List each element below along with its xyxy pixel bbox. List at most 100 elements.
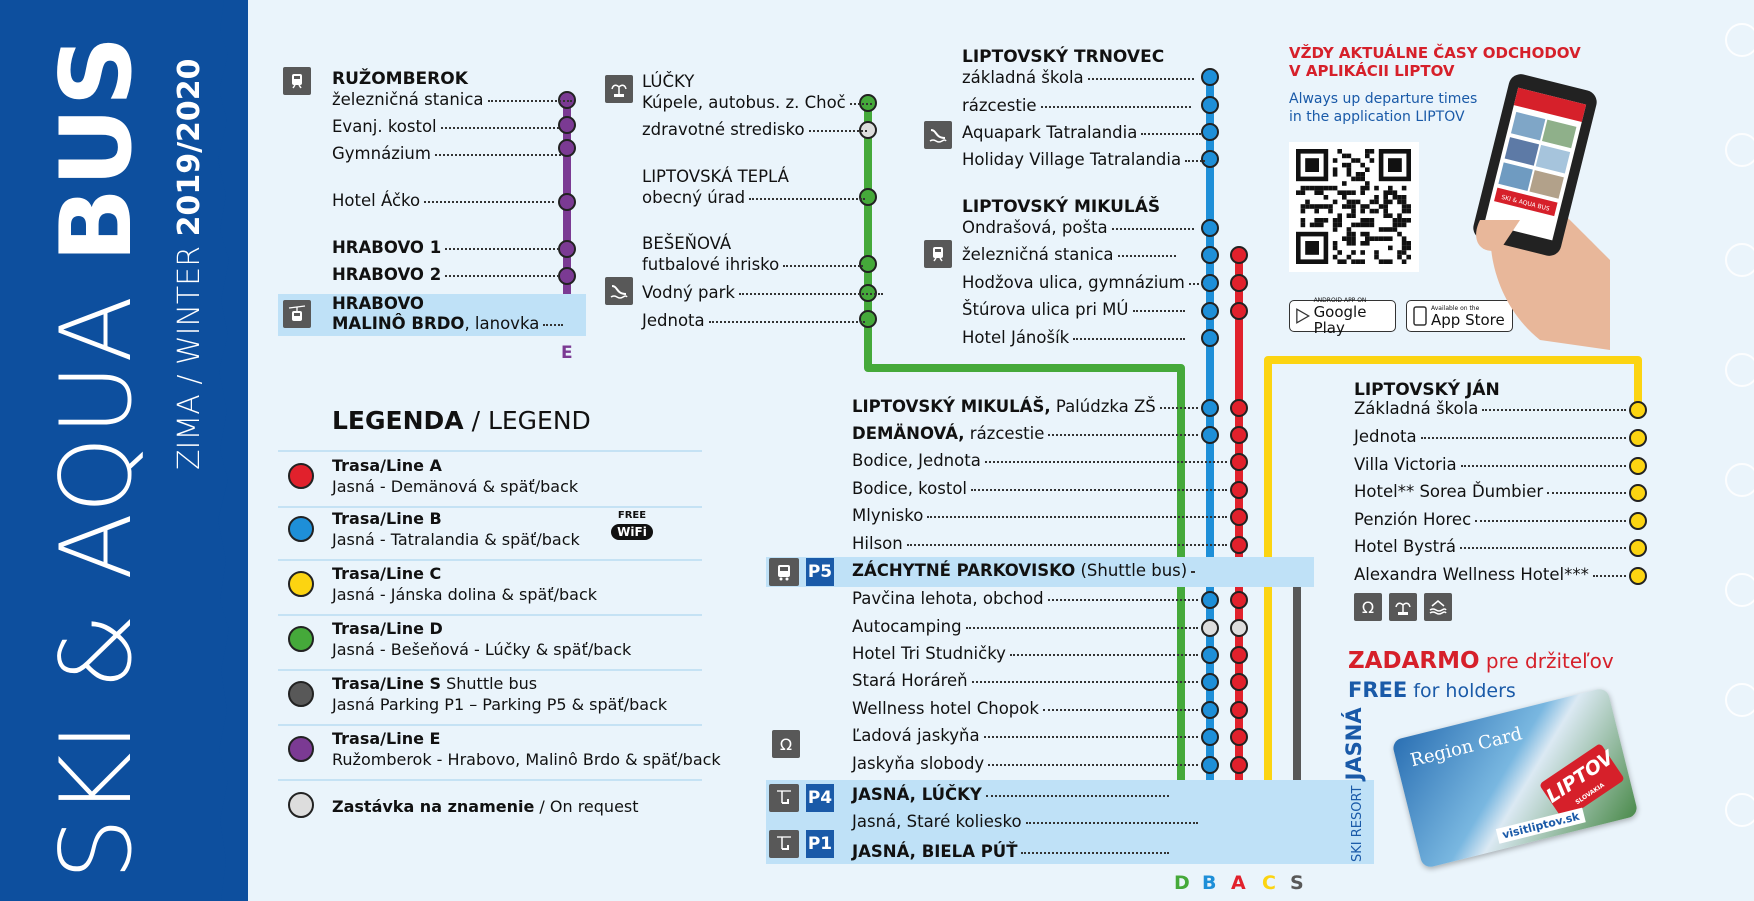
cablecar-icon — [283, 300, 311, 328]
waterslide-icon — [924, 121, 952, 149]
trunk-stop-dot — [1201, 619, 1219, 637]
trunk-stop-dot — [1230, 646, 1248, 664]
leader-dots — [1460, 546, 1626, 549]
leader-dots — [927, 515, 1227, 518]
line-b-stop-dot — [1201, 302, 1219, 320]
line-e-stop-dot — [558, 267, 576, 285]
trunk-stop: Bodice, Jednota — [852, 451, 1227, 470]
resort-label: SKI RESORT JASNÁ — [1342, 707, 1366, 862]
torn-edge — [216, 0, 229, 901]
line-e-stop: železničná stanica — [332, 90, 572, 109]
trunk-stop-dot — [1230, 701, 1248, 719]
line-d-stop: obecný úrad — [642, 188, 866, 207]
trunk-stop: ZÁCHYTNÉ PARKOVISKO (Shuttle bus) — [852, 561, 1196, 580]
legend-title: LEGENDA / LEGEND — [332, 406, 591, 435]
line-b-head-trnovec: LIPTOVSKÝ TRNOVEC — [962, 47, 1165, 67]
trunk-stop: LIPTOVSKÝ MIKULÁŠ, Palúdzka ZŠ — [852, 397, 1198, 416]
parking-badge-p5: P5 — [806, 558, 834, 586]
trunk-stop: Hilson — [852, 534, 1227, 553]
title-banner: SKI & AQUA BUS ZIMA / WINTER 2019/2020 — [0, 0, 248, 901]
line-c-route — [1264, 356, 1642, 853]
qr-code-icon[interactable] — [1289, 142, 1419, 272]
hand-phone-illustration: SKI & AQUA BUS — [1473, 74, 1610, 350]
line-c-stop-dot — [1629, 484, 1647, 502]
col-letter-s: S — [1290, 872, 1304, 894]
line-b-stop: základná škola — [962, 68, 1194, 87]
line-b-stop: Hotel Jánošík — [962, 328, 1186, 347]
line-e-stop: Evanj. kostol — [332, 117, 559, 136]
chairlift-icon — [769, 830, 799, 858]
line-d-route — [864, 103, 1185, 853]
line-e-stop: Hotel Áčko — [332, 191, 555, 210]
line-e-head-ruzomberok: RUŽOMBEROK — [332, 69, 468, 89]
trunk-stop-dot — [1201, 591, 1219, 609]
spa-fountain-icon — [605, 75, 633, 103]
line-d-head: LIPTOVSKÁ TEPLÁ — [642, 167, 789, 186]
legend-dot-request — [288, 792, 314, 818]
trunk-stop: Autocamping — [852, 617, 1198, 636]
leader-dots — [1021, 851, 1169, 854]
legend-dot-c — [288, 571, 314, 597]
trunk-stop-dot — [1201, 756, 1219, 774]
line-b-stop: Štúrova ulica pri MÚ — [962, 300, 1185, 319]
line-b-stop-dot — [1201, 246, 1219, 264]
line-a-stop-dot — [1230, 246, 1248, 264]
leader-dots — [985, 794, 1169, 797]
line-c-stop-dot — [1629, 512, 1647, 530]
trunk-stop-dot — [1230, 536, 1248, 554]
legend-dot-s — [288, 681, 314, 707]
col-letter-d: D — [1174, 872, 1190, 894]
legend-dot-e — [288, 736, 314, 762]
trunk-stop-dot — [1230, 481, 1248, 499]
trunk-stop-dot — [1230, 453, 1248, 471]
line-b-stop: Hodžova ulica, gymnázium — [962, 273, 1203, 292]
line-e-stop-dot — [558, 116, 576, 134]
line-e-stop-dot — [558, 193, 576, 211]
line-c-stop: Villa Victoria — [1354, 455, 1626, 474]
line-a-stop-dot — [1230, 302, 1248, 320]
leader-dots — [988, 763, 1198, 766]
leader-dots — [1475, 519, 1626, 522]
leader-dots — [983, 735, 1198, 738]
line-b-stop: Ondrašová, pošta — [962, 218, 1194, 237]
trunk-stop-dot — [1201, 399, 1219, 417]
trunk-stop-dot — [1230, 426, 1248, 444]
line-e-stop-malino-brdo: MALINÔ BRDO, lanovka — [332, 314, 564, 333]
line-c-stop: Základná škola — [1354, 399, 1626, 418]
trunk-stop: Pavčina lehota, obchod — [852, 589, 1198, 608]
trunk-stop-dot — [1230, 591, 1248, 609]
highlight-band-p5 — [766, 557, 1314, 587]
line-e-stop-hrabovo: HRABOVO — [332, 294, 424, 313]
trunk-stop-dot — [1201, 646, 1219, 664]
waterslide-icon — [605, 277, 633, 305]
trunk-stop-dot — [1201, 426, 1219, 444]
promo-free-sk: ZADARMO pre držiteľov — [1348, 648, 1614, 674]
trunk-stop: Stará Horáreň — [852, 671, 1198, 690]
line-d-stop: zdravotné stredisko — [642, 120, 867, 139]
line-b-stop-dot — [1201, 150, 1219, 168]
leader-dots — [906, 543, 1227, 546]
col-letter-a: A — [1231, 872, 1246, 894]
line-b-stop-dot — [1201, 96, 1219, 114]
line-b-stop-dot — [1201, 68, 1219, 86]
col-letter-b: B — [1202, 872, 1217, 894]
line-c-stop: Jednota — [1354, 427, 1626, 446]
line-d-stop: Vodný park — [642, 283, 883, 302]
line-b-stop: Holiday Village Tatralandia — [962, 150, 1206, 169]
spa-fountain-icon — [1389, 593, 1417, 621]
bus-icon — [769, 558, 799, 586]
line-d-head: LÚČKY — [642, 72, 695, 91]
trunk-stop: Hotel Tri Studničky — [852, 644, 1198, 663]
legend-dot-b — [288, 516, 314, 542]
line-c-stop-dot — [1629, 539, 1647, 557]
cave-omega-icon: Ω — [1354, 593, 1382, 621]
